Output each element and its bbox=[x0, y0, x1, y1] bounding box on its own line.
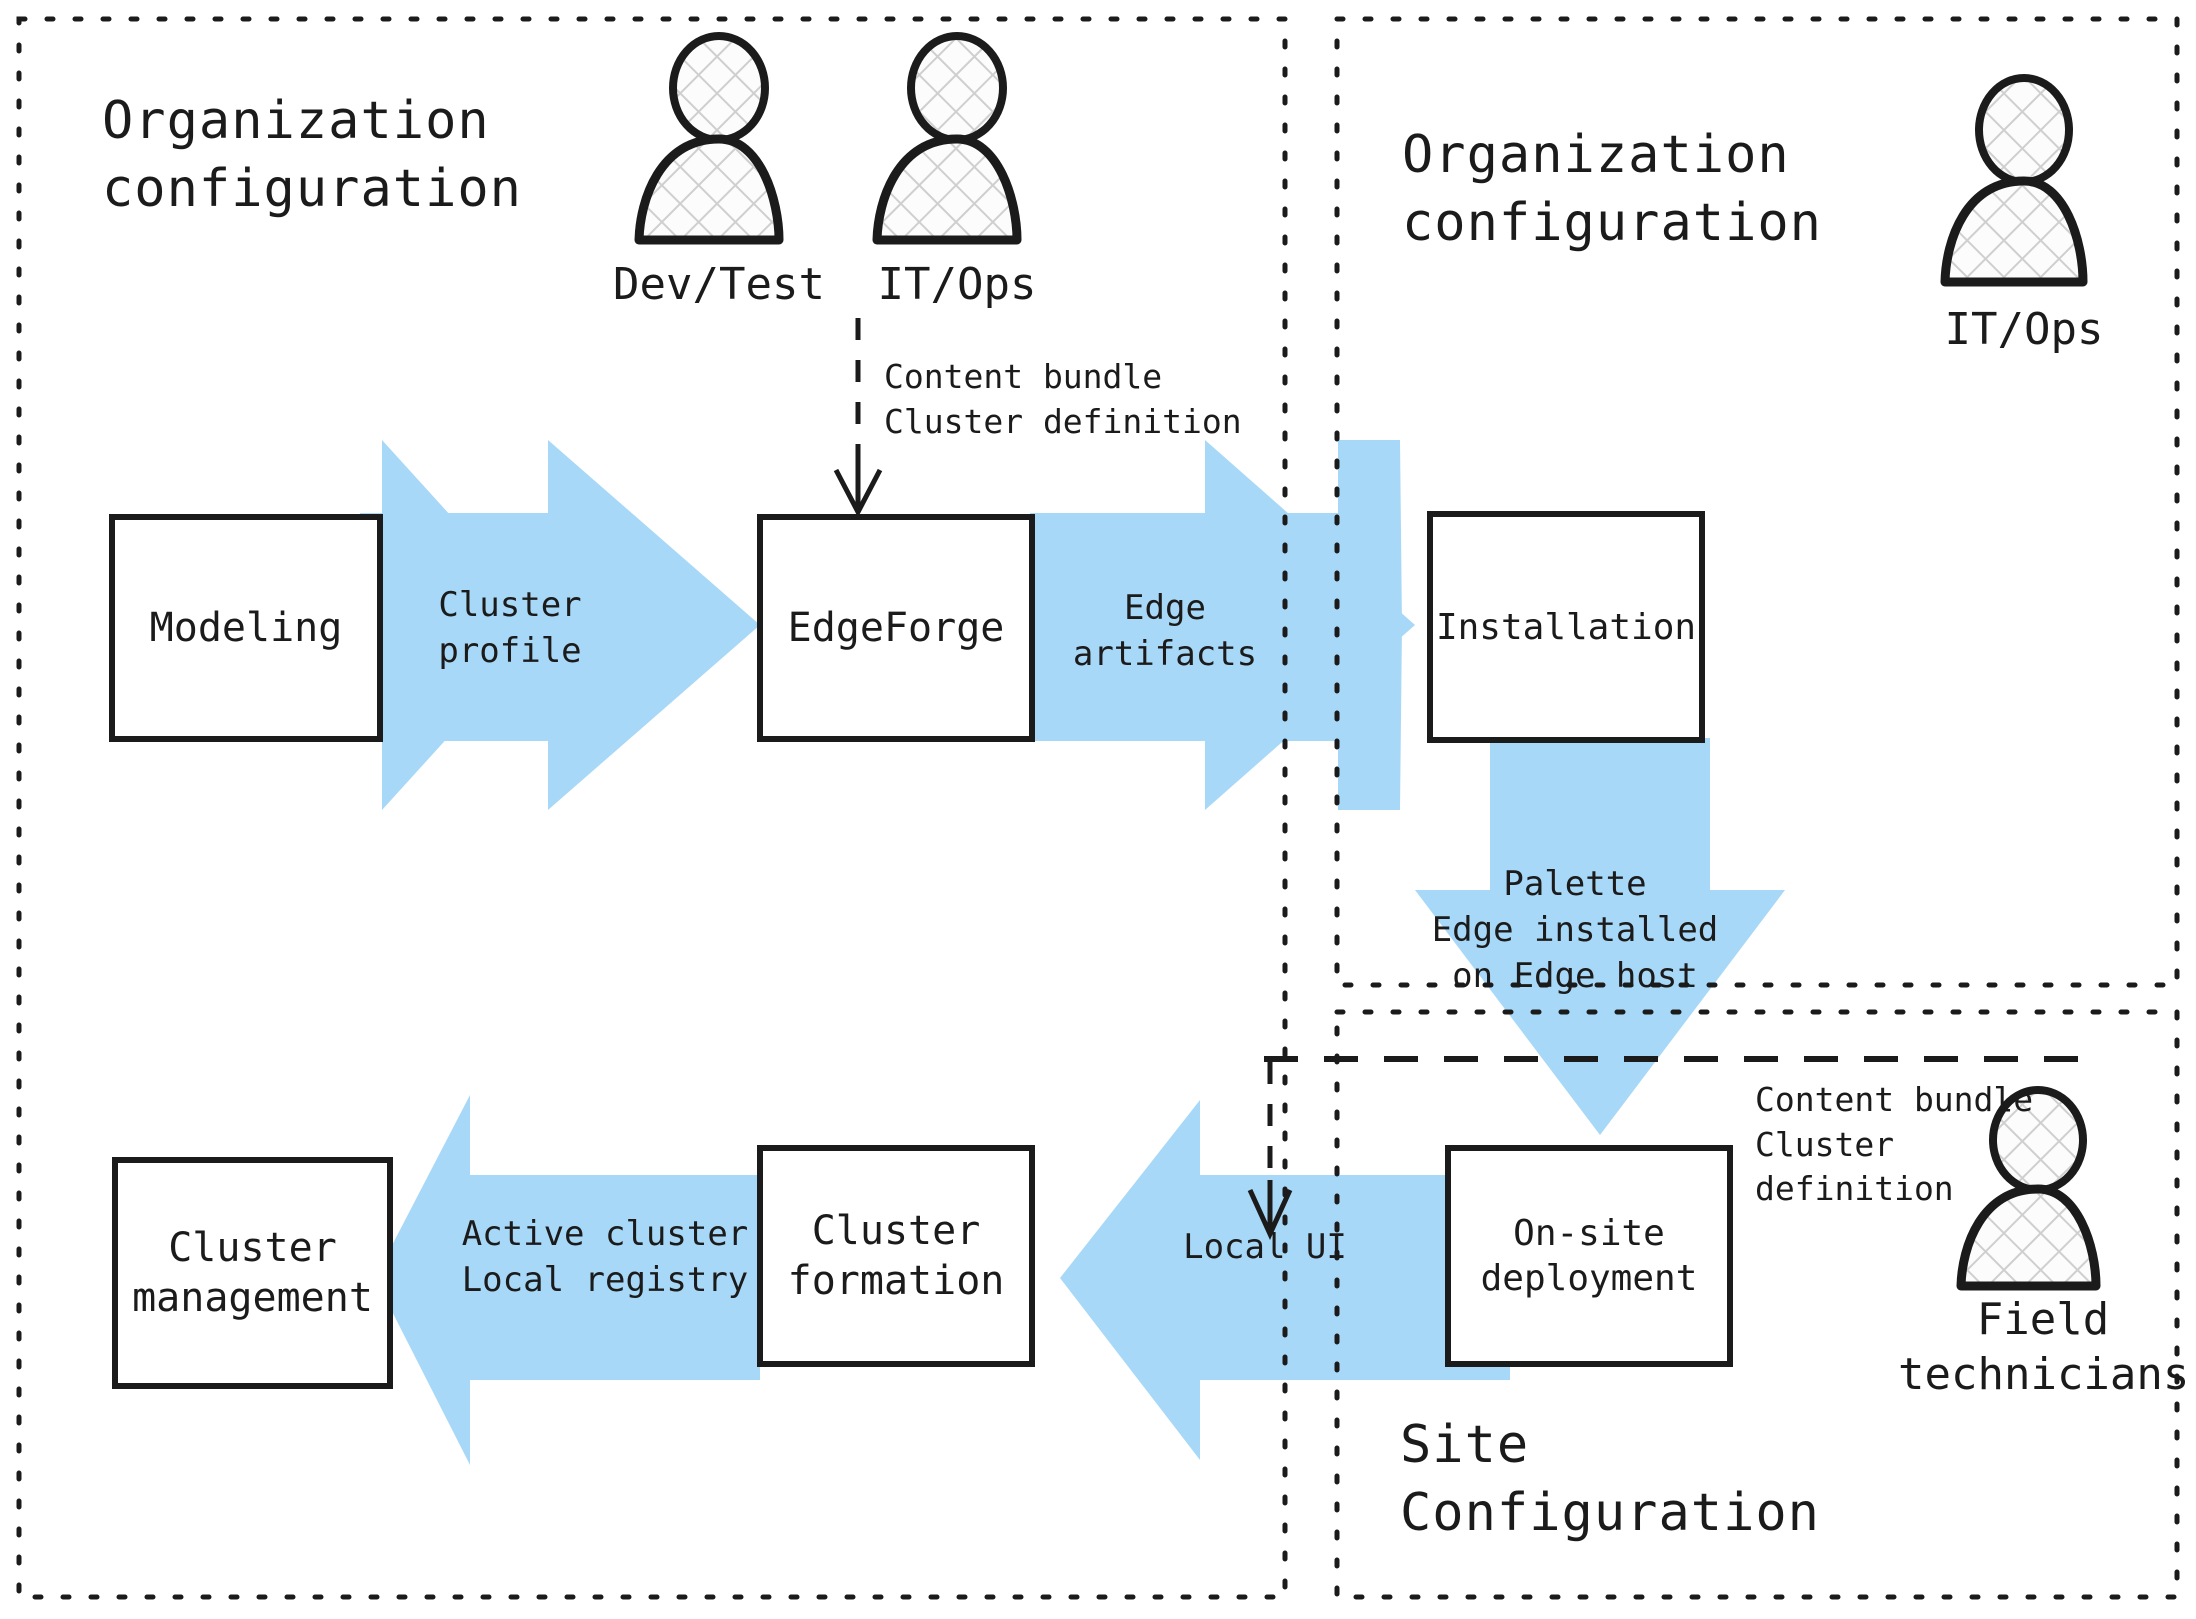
flow-arrow-cluster-profile-head bbox=[548, 440, 760, 810]
flow-label-local-ui: Local UI bbox=[1183, 1227, 1347, 1267]
dashed-arrow-content-bundle-top bbox=[833, 318, 883, 518]
actor-icon-field-technicians bbox=[1956, 1086, 2101, 1291]
actor-label-field-technicians: Field technicians bbox=[1898, 1294, 2190, 1400]
node-box-cluster-formation bbox=[757, 1145, 1035, 1367]
node-box-installation bbox=[1427, 511, 1705, 743]
flow-label-edge-artifacts: Edge artifacts bbox=[1072, 588, 1258, 674]
actor-label-it-ops-right: IT/Ops bbox=[1944, 304, 2104, 355]
flow-arrow-cluster-profile-shaft bbox=[360, 513, 555, 741]
actor-icon-dev-test bbox=[634, 32, 784, 245]
node-box-on-site-deployment bbox=[1445, 1145, 1733, 1367]
panel-border-org-config-right bbox=[1334, 16, 2180, 988]
flow-arrow-local-ui-head bbox=[1060, 1100, 1200, 1460]
panel-title-org-config-left: Organization configuration bbox=[102, 91, 522, 219]
panel-title-site-config: Site Configuration bbox=[1400, 1415, 1820, 1543]
flow-arrow-edge-artifacts-tip bbox=[1205, 440, 1415, 810]
flow-label-active-cluster: Active cluster Local registry bbox=[461, 1214, 749, 1300]
annotation-label-content-bundle-bottom: Content bundle Cluster definition bbox=[1755, 1080, 2034, 1209]
flow-arrow-palette-edge-head bbox=[1415, 890, 1785, 1135]
flow-label-cluster-profile: Cluster profile bbox=[438, 585, 582, 671]
flow-arrow-palette-edge-shaft bbox=[1490, 738, 1710, 898]
annotation-label-content-bundle-top: Content bundle Cluster definition bbox=[884, 357, 1242, 441]
actor-label-it-ops-left: IT/Ops bbox=[877, 259, 1037, 310]
panel-title-org-config-right: Organization configuration bbox=[1402, 125, 1822, 253]
actor-icon-it-ops-left bbox=[872, 32, 1022, 245]
actor-label-dev-test: Dev/Test bbox=[613, 259, 825, 310]
node-box-cluster-management bbox=[112, 1157, 393, 1389]
actor-icon-it-ops-right bbox=[1940, 74, 2088, 287]
dashed-arrow-local-ui bbox=[1247, 1062, 1293, 1241]
node-box-modeling bbox=[109, 514, 383, 742]
panel-border-site-config bbox=[1334, 1009, 2180, 1600]
flow-arrow-active-cluster-head bbox=[375, 1095, 470, 1465]
panel-border-org-config-left bbox=[16, 16, 1288, 1600]
flow-arrow-active-cluster-shaft bbox=[460, 1175, 760, 1380]
flow-label-palette-edge-install: Palette Edge installed on Edge host bbox=[1431, 864, 1719, 996]
node-box-edgeforge bbox=[757, 514, 1035, 742]
